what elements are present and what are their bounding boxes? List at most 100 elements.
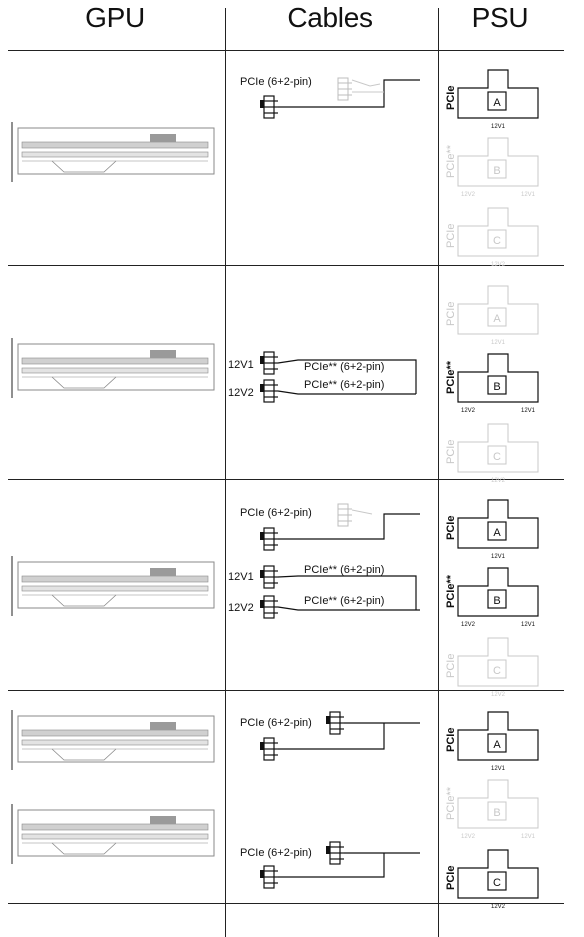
- psu-port-letter: C: [493, 877, 501, 889]
- psu-12v2-label: 12V2: [461, 408, 476, 414]
- psu-12v2-label: 12V2: [491, 904, 506, 910]
- psu-12v2-label: 12V2: [491, 262, 506, 268]
- cable-connector-faded-row1: [337, 77, 353, 101]
- cable-wire-12v1-row3: [277, 575, 417, 610]
- psu-port-type-label: PCIe: [445, 440, 457, 464]
- psu-port-type-label: PCIe**: [445, 144, 457, 178]
- cable-wire-12v1-row2: [277, 359, 417, 394]
- psu-port-outline: [457, 637, 539, 687]
- psu-port-a-row3: A PCIe 12V1: [445, 499, 539, 560]
- cable-connector-faded-row3: [337, 503, 353, 527]
- psu-12v2-label: 12V2: [461, 622, 476, 628]
- psu-12v1-label: 12V1: [521, 408, 536, 414]
- psu-port-b-row1: B PCIe** 12V2 12V1: [445, 137, 539, 198]
- psu-port-letter: B: [493, 807, 500, 819]
- psu-port-b-row3: B PCIe** 12V2 12V1: [445, 567, 539, 628]
- psu-12v2-label: 12V2: [461, 192, 476, 198]
- psu-port-outline: [457, 567, 539, 617]
- row-divider-3: [8, 690, 564, 691]
- cable-wire-faded-row1: [351, 79, 381, 87]
- cable-wire-row1: [278, 79, 420, 108]
- psu-port-type-label: PCIe**: [445, 574, 457, 608]
- psu-port-type-label: PCIe**: [445, 786, 457, 820]
- psu-12v1-label: 12V1: [521, 622, 536, 628]
- psu-port-outline: [457, 499, 539, 549]
- gpu-card-row4-bottom: [11, 803, 215, 865]
- psu-port-b-row4: B PCIe** 12V2 12V1: [445, 779, 539, 840]
- psu-port-letter: B: [493, 381, 500, 393]
- cable-connector-row1: [259, 95, 279, 119]
- psu-port-type-label: PCIe: [445, 302, 457, 326]
- psu-12v1-label: 12V1: [491, 766, 506, 772]
- psu-port-outline: [457, 285, 539, 335]
- psu-12v1-label: 12V1: [521, 192, 536, 198]
- psu-port-box: [487, 445, 507, 465]
- psu-port-outline: [457, 849, 539, 899]
- psu-port-outline: [457, 423, 539, 473]
- cable-connector-bottom-b-row4: [259, 865, 279, 889]
- cable-wire-row3: [278, 513, 420, 540]
- cable-connector-12v1-row3: [259, 565, 279, 589]
- cable-12v1-label-row2: 12V1: [228, 359, 254, 371]
- psu-port-outline: [457, 711, 539, 761]
- psu-port-letter: A: [493, 97, 501, 109]
- gpu-card-row2: [11, 337, 215, 399]
- psu-port-box: [487, 91, 507, 111]
- column-divider-2: [438, 8, 439, 937]
- psu-port-b-row2: B PCIe** 12V2 12V1: [445, 353, 539, 414]
- cable-label-row1: PCIe (6+2-pin): [240, 76, 312, 88]
- psu-port-letter: B: [493, 165, 500, 177]
- cable-label-12v2-row3: PCIe** (6+2-pin): [304, 595, 384, 607]
- gpu-card-row1: [11, 121, 215, 183]
- psu-column-header: PSU: [471, 2, 529, 33]
- gpu-card-row4-top: [11, 709, 215, 771]
- cable-12v1-label-row3: 12V1: [228, 571, 254, 583]
- psu-port-letter: A: [493, 739, 501, 751]
- gpu-card-row3: [11, 555, 215, 617]
- psu-12v1-label: 12V1: [521, 834, 536, 840]
- row-divider-4: [8, 903, 564, 904]
- psu-12v2-label: 12V2: [491, 692, 506, 698]
- psu-port-outline: [457, 779, 539, 829]
- cable-label-12v2-row2: PCIe** (6+2-pin): [304, 379, 384, 391]
- psu-port-type-label: PCIe: [445, 224, 457, 248]
- psu-port-c-row4: C PCIe 12V2: [445, 849, 539, 910]
- psu-12v2-label: 12V2: [461, 834, 476, 840]
- cable-label-row3: PCIe (6+2-pin): [240, 507, 312, 519]
- cable-12v2-label-row3: 12V2: [228, 602, 254, 614]
- cables-column-header: Cables: [287, 2, 373, 33]
- psu-port-type-label: PCIe: [445, 516, 457, 540]
- gpu-column-header: GPU: [85, 2, 145, 33]
- row-divider-2: [8, 479, 564, 480]
- cable-connector-12v2-row3: [259, 595, 279, 619]
- psu-port-box: [487, 589, 507, 609]
- psu-port-box: [487, 733, 507, 753]
- psu-port-letter: A: [493, 527, 501, 539]
- cable-label-row4-top: PCIe (6+2-pin): [240, 717, 312, 729]
- column-divider-1: [225, 8, 226, 937]
- cable-connector-12v2-row2: [259, 379, 279, 403]
- psu-port-box: [487, 159, 507, 179]
- psu-port-letter: B: [493, 595, 500, 607]
- psu-12v1-label: 12V1: [491, 554, 506, 560]
- cable-connector-row3: [259, 527, 279, 551]
- psu-port-letter: C: [493, 451, 501, 463]
- psu-port-box: [487, 801, 507, 821]
- psu-port-type-label: PCIe**: [445, 360, 457, 394]
- row-divider-1: [8, 265, 564, 266]
- psu-port-outline: [457, 353, 539, 403]
- psu-port-type-label: PCIe: [445, 866, 457, 890]
- cable-connector-bottom-a-row4: [325, 841, 345, 865]
- cable-label-row4-bottom: PCIe (6+2-pin): [240, 847, 312, 859]
- psu-port-letter: C: [493, 665, 501, 677]
- row-divider-0: [8, 50, 564, 51]
- cable-connector-12v1-row2: [259, 351, 279, 375]
- cable-wire-faded-row3: [351, 509, 373, 515]
- cable-wire-12v2-row2: [277, 390, 416, 395]
- psu-port-outline: [457, 137, 539, 187]
- cable-label-12v1-row2: PCIe** (6+2-pin): [304, 361, 384, 373]
